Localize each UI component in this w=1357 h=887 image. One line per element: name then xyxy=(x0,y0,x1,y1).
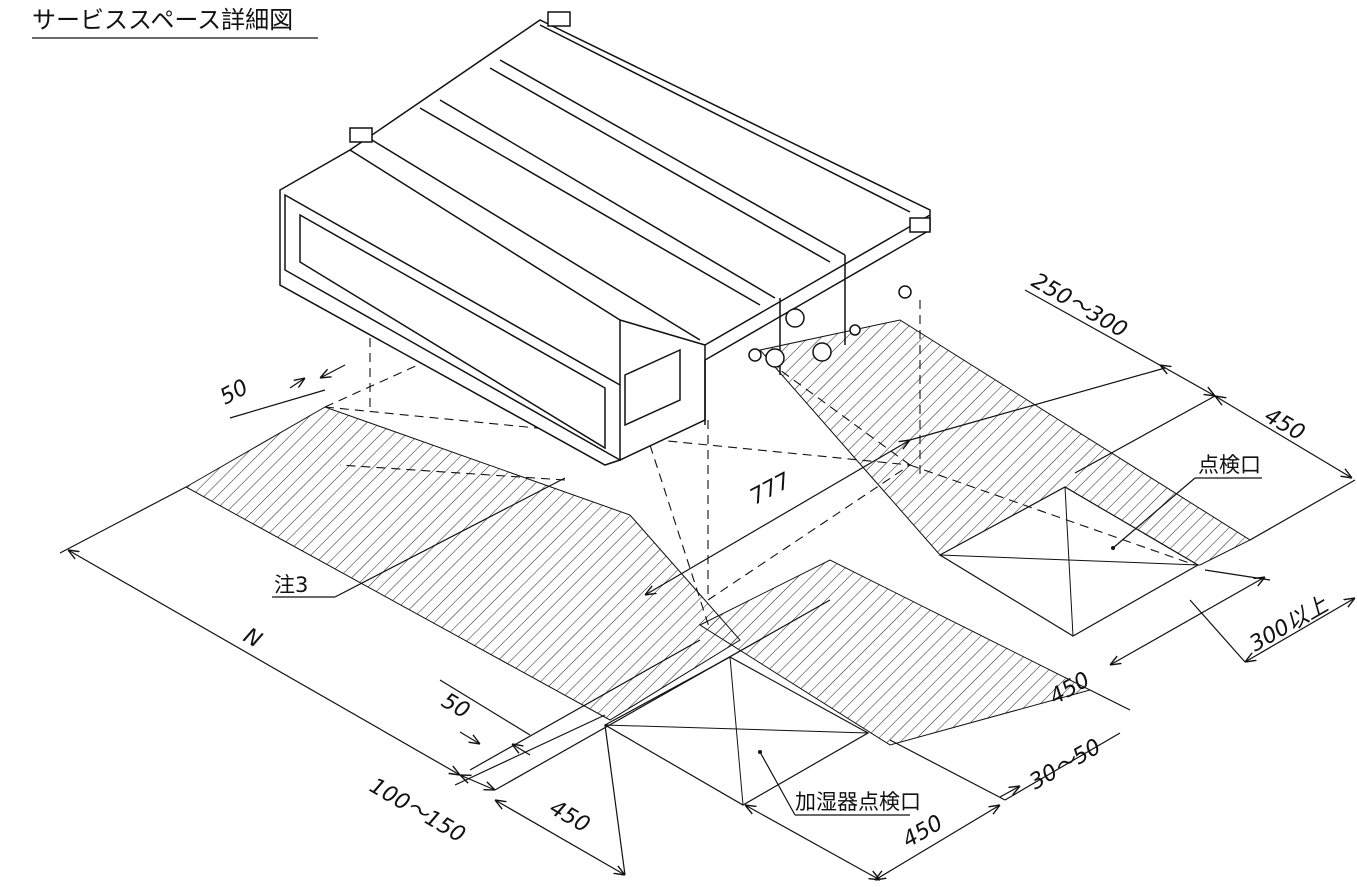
unit-illustration xyxy=(279,11,931,466)
dim-30-50: 30〜50 xyxy=(1026,735,1106,796)
dim-300-over: 300以上 xyxy=(1246,592,1334,657)
dim-450-bottom-left: 450 xyxy=(545,796,594,839)
dim-777: 777 xyxy=(746,469,795,511)
dim-50-top: 50 xyxy=(216,375,252,410)
service-area-hatch xyxy=(184,319,1252,746)
dim-50-mid: 50 xyxy=(437,689,474,725)
dim-450-right: 450 xyxy=(1260,404,1309,447)
leader-lines xyxy=(272,477,1262,816)
humidifier-inspection-port-label: 加湿器点検口 xyxy=(795,790,921,814)
dimension-lines xyxy=(59,289,1355,880)
dim-100-150: 100〜150 xyxy=(365,774,469,849)
diagram-title: サービススペース詳細図 xyxy=(32,6,293,34)
dim-450-bottom-right: 450 xyxy=(899,811,948,854)
inspection-port-label: 点検口 xyxy=(1198,453,1261,477)
dim-250-300: 250〜300 xyxy=(1027,269,1131,344)
dim-N: N xyxy=(239,624,266,654)
note-3-label: 注3 xyxy=(274,573,308,597)
hatch-area-left xyxy=(184,406,741,721)
